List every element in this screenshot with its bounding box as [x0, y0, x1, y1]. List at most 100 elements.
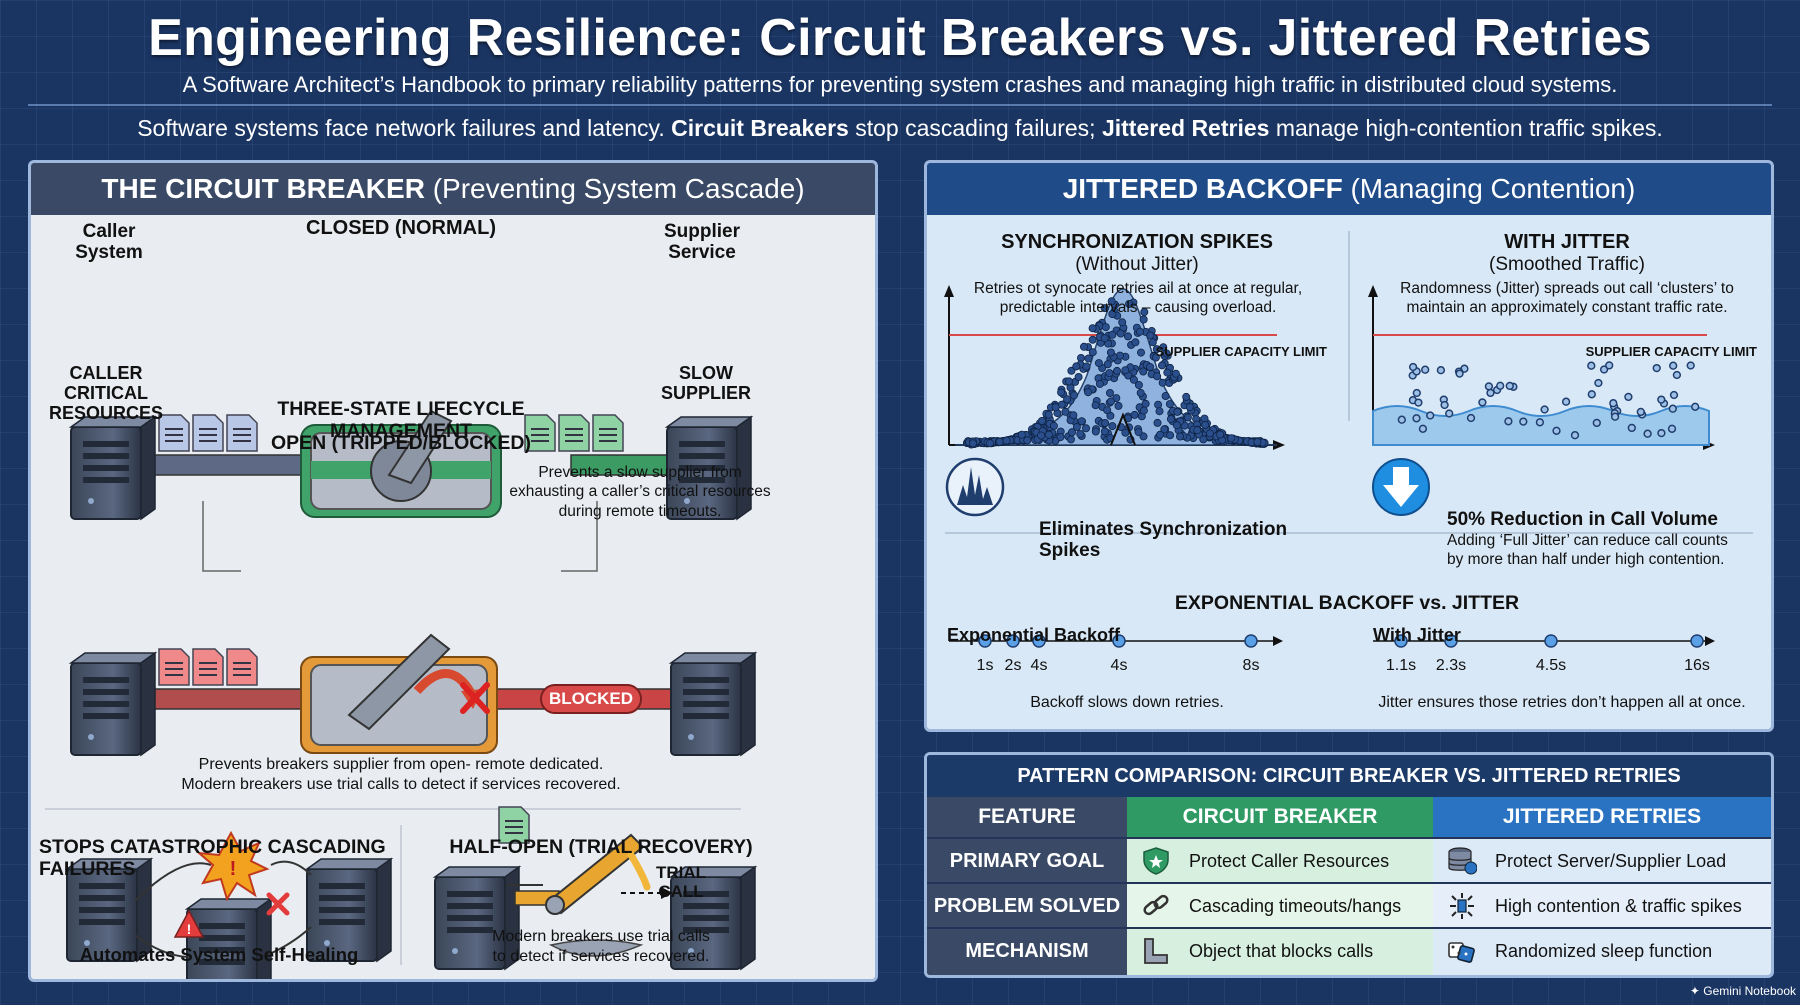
- retry-dot: [1175, 432, 1184, 441]
- jittered-retry-dot: [1624, 392, 1633, 402]
- jittered-retry-dot: [1672, 370, 1682, 380]
- dice-icon: [1448, 942, 1475, 963]
- retry-dot: [1051, 403, 1060, 412]
- retry-dot: [1253, 437, 1262, 446]
- retry-dot: [1081, 424, 1090, 433]
- chain-link-icon: [1143, 894, 1169, 916]
- retry-dot: [1134, 380, 1143, 389]
- retry-dot: [1115, 351, 1124, 360]
- with-jitter-subtitle: (Smoothed Traffic): [1489, 254, 1645, 275]
- retry-dot: [1091, 401, 1100, 410]
- half-open-label: HALF-OPEN (TRIAL RECOVERY): [449, 836, 753, 858]
- retry-dot: [1139, 315, 1148, 324]
- self-healing-label: Automates System Self-Healing: [79, 944, 359, 965]
- retry-dot: [1199, 435, 1208, 444]
- retry-dot: [1088, 348, 1097, 357]
- svg-text:!: !: [187, 921, 192, 937]
- jittered-retry-dot: [1552, 426, 1561, 435]
- shield-icon: [1143, 847, 1169, 875]
- spikes-subtitle: (Without Jitter): [1075, 254, 1199, 275]
- jittered-retry-dot: [1657, 428, 1666, 438]
- jittered-retry-dot: [1535, 418, 1545, 427]
- cb-problem-cell: Cascading timeouts/hangs: [1127, 882, 1433, 927]
- jittered-retry-dot: [1686, 361, 1695, 370]
- jittered-retry-dot: [1669, 390, 1679, 400]
- brand-label: ✦ Gemini Notebook: [1689, 984, 1796, 998]
- jitter-illustration: [944, 231, 1753, 648]
- retry-dot: [1183, 413, 1192, 422]
- jit-dot: [1444, 634, 1458, 648]
- jittered-retry-dot: [1691, 402, 1700, 411]
- header-jittered-retries: JITTERED RETRIES: [1433, 797, 1771, 837]
- retry-dot: [1130, 410, 1139, 419]
- jittered-retry-dot: [1421, 365, 1430, 374]
- with-jitter-label: With Jitter: [1373, 625, 1461, 645]
- retry-dot: [1044, 410, 1053, 419]
- retry-dot: [1101, 323, 1110, 332]
- jittered-retry-dot: [1599, 365, 1609, 374]
- jittered-retry-dot: [1594, 378, 1603, 388]
- retry-dot: [1125, 300, 1134, 309]
- retry-dot: [1141, 399, 1150, 408]
- retry-dot: [1134, 428, 1143, 437]
- page-title: Engineering Resilience: Circuit Breakers…: [148, 9, 1652, 67]
- retry-dot: [1106, 397, 1115, 406]
- retry-dot: [1067, 428, 1076, 437]
- open-lever-icon: [347, 633, 451, 731]
- retry-dot: [1146, 331, 1155, 340]
- jittered-retry-dot: [1445, 409, 1454, 418]
- caller-server-icon-2: [70, 652, 156, 756]
- row-problem-solved: PROBLEM SOLVED: [927, 882, 1127, 927]
- comparison-table: PATTERN COMPARISON: CIRCUIT BREAKER VS. …: [924, 752, 1774, 978]
- jitter-panel: JITTERED BACKOFF (Managing Contention): [924, 160, 1774, 732]
- retry-dot: [1139, 406, 1148, 415]
- retry-dot: [1163, 368, 1172, 377]
- retry-dot: [1185, 403, 1194, 412]
- trial-call-label: TRIAL CALL: [655, 863, 707, 902]
- retry-dot: [1076, 429, 1085, 438]
- jittered-retry-dot: [1587, 390, 1596, 399]
- caller-system-label: Caller System: [75, 221, 143, 264]
- jr-primary-goal-cell: Protect Server/Supplier Load: [1433, 837, 1771, 882]
- sync-spike-icon: [954, 288, 1278, 446]
- retry-dot: [995, 437, 1004, 446]
- jittered-retry-dot: [1496, 381, 1505, 390]
- retry-dot: [1201, 420, 1210, 429]
- row-primary-goal: PRIMARY GOAL: [927, 837, 1127, 882]
- jittered-retry-dot: [1478, 398, 1487, 407]
- retry-dot: [985, 439, 994, 448]
- jittered-retry-dot: [1587, 361, 1596, 370]
- eliminates-label: Eliminates Synchronization Spikes: [1039, 519, 1288, 562]
- retry-dot: [1153, 418, 1162, 427]
- jittered-retry-dot: [1484, 382, 1494, 391]
- retry-dot: [1205, 429, 1214, 438]
- cb-primary-goal-cell: Protect Caller Resources: [1127, 837, 1433, 882]
- circuit-breaker-header: THE CIRCUIT BREAKER (Preventing System C…: [31, 163, 875, 215]
- closed-state-diagram: [70, 409, 752, 572]
- exp-vs-jitter-title: EXPONENTIAL BACKOFF vs. JITTER: [1174, 592, 1520, 614]
- jittered-retry-dot: [1397, 415, 1406, 424]
- jittered-retry-dot: [1414, 398, 1423, 407]
- jittered-retry-dot: [1466, 413, 1476, 423]
- retry-dot: [1106, 348, 1115, 357]
- intro-text: Software systems face network failures a…: [137, 115, 1663, 141]
- retry-dot: [1037, 416, 1046, 425]
- open-state-diagram: [70, 633, 756, 756]
- retry-dot: [1088, 324, 1097, 333]
- retry-dot: [1088, 335, 1097, 344]
- retry-dot: [1079, 342, 1088, 351]
- cb-mechanism-cell: Object that blocks calls: [1127, 927, 1433, 975]
- explosion-icon: [195, 830, 270, 902]
- jittered-retry-dot: [1504, 417, 1513, 426]
- retry-dot: [1066, 435, 1075, 444]
- row-mechanism: MECHANISM: [927, 927, 1127, 975]
- retry-dot: [1101, 418, 1110, 427]
- supplier-service-label: Supplier Service: [663, 221, 740, 264]
- retry-dot: [1129, 375, 1138, 384]
- jittered-retry-dot: [1605, 361, 1614, 370]
- retry-dot: [1151, 353, 1160, 362]
- retry-dot: [1057, 388, 1066, 397]
- retry-dot: [1077, 417, 1086, 426]
- jittered-retry-dot: [1570, 431, 1580, 440]
- half-open-diagram: [434, 806, 756, 970]
